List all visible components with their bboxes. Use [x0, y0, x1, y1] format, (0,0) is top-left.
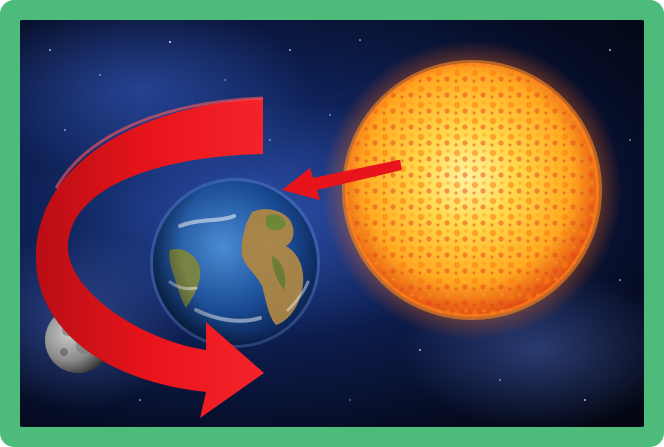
- space-scene: [20, 20, 644, 427]
- sun: [322, 40, 622, 340]
- scene-illustration: [20, 20, 644, 427]
- earth: [150, 178, 320, 348]
